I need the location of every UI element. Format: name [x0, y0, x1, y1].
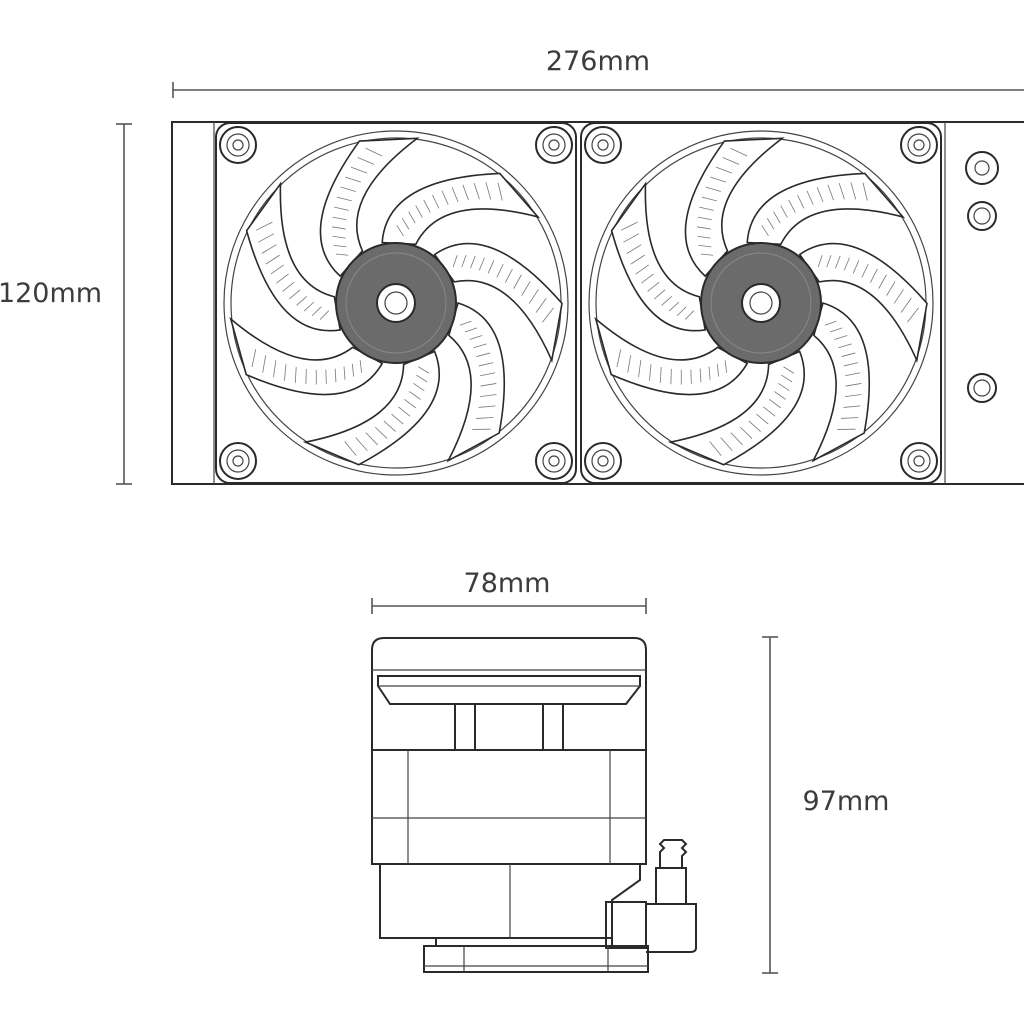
blade-texture	[251, 349, 362, 385]
fan-blade	[746, 172, 906, 246]
fan-blade	[798, 242, 928, 363]
radiator-port-icon	[965, 151, 999, 403]
blade-texture	[332, 147, 383, 256]
mount-screw-icon	[535, 126, 573, 164]
radiator-height-dimension: 120mm	[0, 123, 132, 485]
blade-texture	[697, 147, 748, 256]
blade-texture	[824, 320, 862, 430]
pump-height-dimension: 97mm	[762, 636, 890, 974]
blade-texture	[452, 254, 554, 323]
fan-icon	[215, 122, 577, 484]
fan-blade	[245, 181, 342, 332]
fan-blade	[667, 350, 805, 466]
fan-blade	[811, 301, 871, 463]
fan-icon	[580, 122, 942, 484]
radiator-width-dimension: 276mm	[172, 46, 1024, 98]
mount-screw-icon	[535, 442, 573, 480]
mount-screw-icon	[219, 126, 257, 164]
mount-screw-icon	[584, 126, 622, 164]
fan-blade	[319, 137, 420, 278]
mount-screw-icon	[584, 442, 622, 480]
blade-texture	[396, 182, 503, 237]
mount-screw-icon	[219, 442, 257, 480]
pump-height-label: 97mm	[803, 786, 890, 817]
mount-screw-icon	[900, 126, 938, 164]
mount-screw-icon	[900, 442, 938, 480]
radiator-height-label: 120mm	[0, 278, 102, 309]
pump-width-label: 78mm	[464, 568, 551, 599]
blade-texture	[709, 366, 795, 456]
fan-blade	[381, 172, 541, 246]
blade-texture	[817, 254, 919, 323]
fan-blade	[433, 242, 563, 363]
blade-texture	[344, 366, 430, 456]
fan-blade	[302, 350, 440, 466]
pump-block-icon	[371, 637, 697, 973]
radiator-width-label: 276mm	[546, 46, 650, 77]
fan-blade	[684, 137, 785, 278]
blade-texture	[616, 349, 727, 385]
blade-texture	[459, 320, 497, 430]
pump-width-dimension: 78mm	[371, 568, 647, 614]
blade-texture	[620, 221, 695, 320]
fan-blade	[446, 301, 506, 463]
blade-texture	[255, 221, 330, 320]
fan-blade	[610, 181, 707, 332]
blade-texture	[761, 182, 868, 237]
